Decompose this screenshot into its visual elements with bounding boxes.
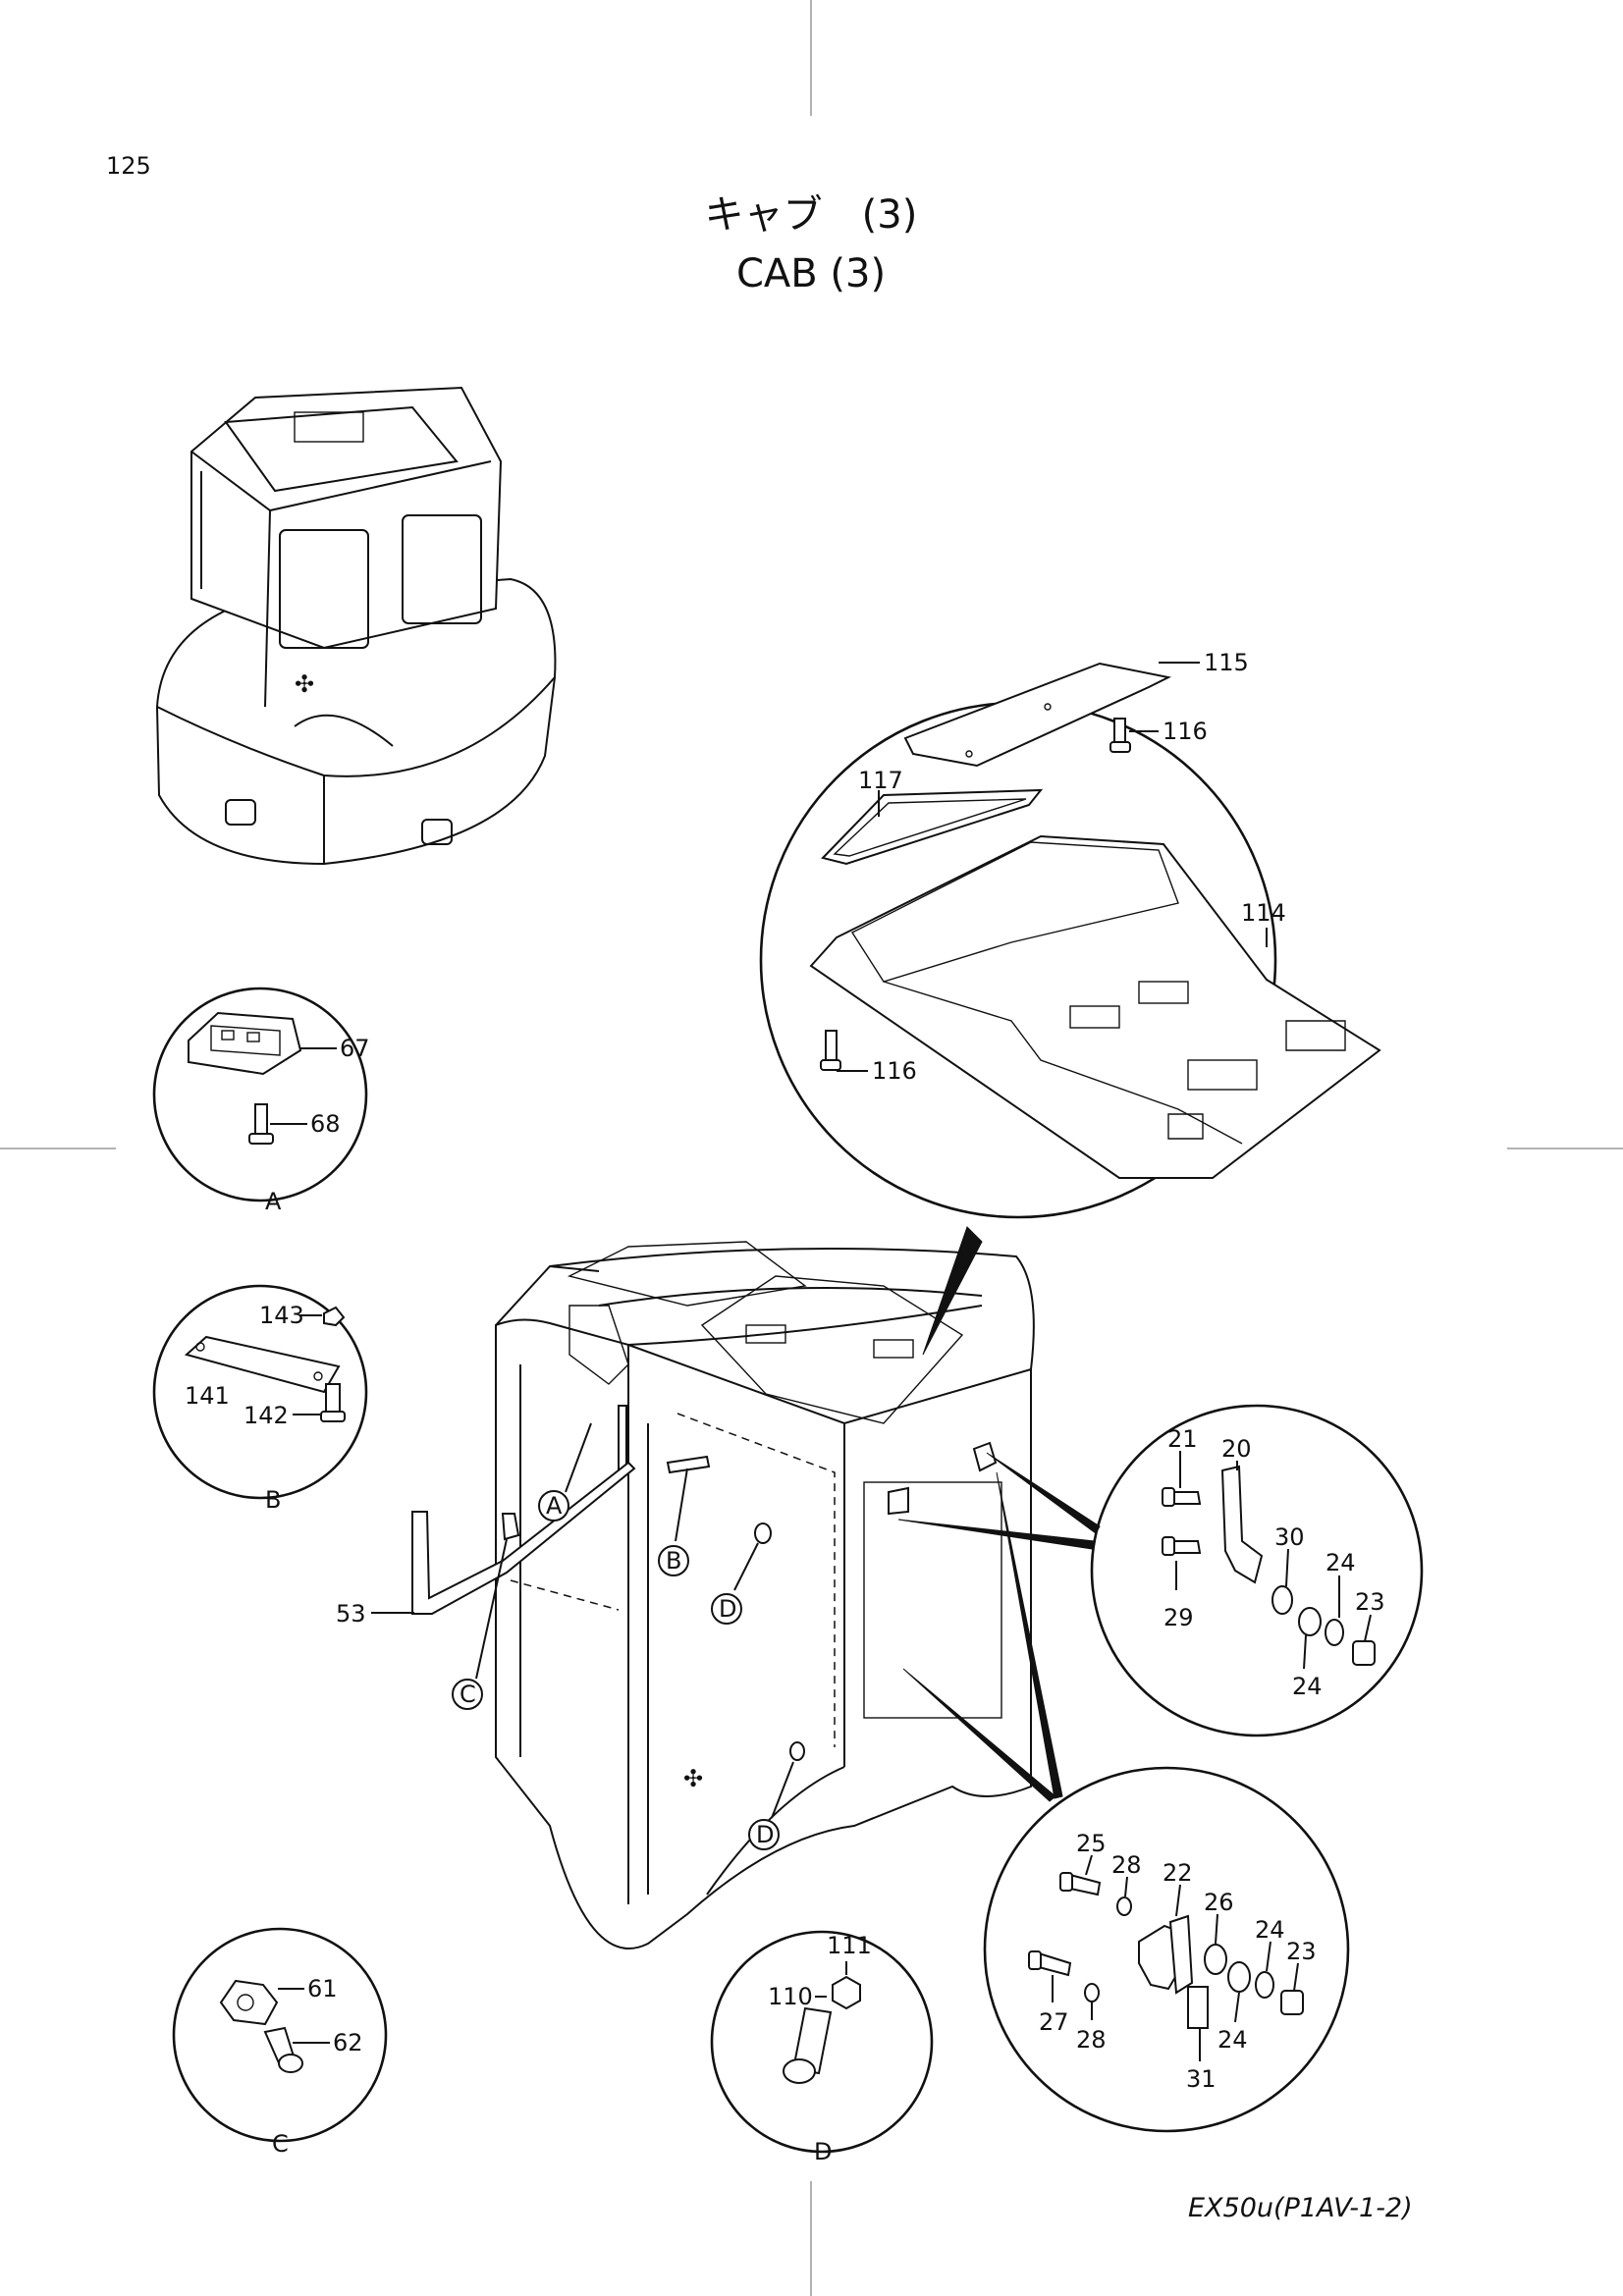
detail-view-d: 111 110 D: [710, 1930, 934, 2165]
part-label-25: 25: [1076, 1830, 1107, 1857]
detail-view-a: 67 68 A: [152, 987, 370, 1215]
part-label-30: 30: [1274, 1523, 1305, 1551]
part-label-68: 68: [310, 1110, 341, 1138]
model-code: EX50u(P1AV-1-2): [1188, 2193, 1413, 2223]
part-label-20: 20: [1221, 1435, 1252, 1463]
part-label-67: 67: [340, 1035, 370, 1062]
rod-53: 53: [336, 1461, 636, 1628]
part-label-24-right: 24: [1255, 1916, 1285, 1944]
part-label-24-upper: 24: [1325, 1549, 1356, 1576]
hinge-detail-lower: 25 28 22 26 24 23 27 28 24 31: [983, 1766, 1350, 2133]
title-english: CAB (3): [736, 251, 886, 296]
view-label-d: D: [814, 2138, 832, 2165]
part-label-141: 141: [185, 1382, 230, 1410]
part-label-23-upper: 23: [1355, 1588, 1385, 1616]
part-label-62: 62: [333, 2029, 363, 2056]
view-label-a: A: [265, 1188, 282, 1215]
part-label-28-lower: 28: [1076, 2026, 1107, 2054]
callout-c: C: [460, 1681, 476, 1708]
part-label-21: 21: [1167, 1425, 1198, 1453]
hinge-pointers: [897, 1452, 1101, 1802]
part-label-142: 142: [243, 1402, 289, 1429]
part-label-27: 27: [1039, 2008, 1069, 2036]
callout-d2: D: [756, 1821, 774, 1848]
part-label-111: 111: [827, 1932, 872, 1959]
roof-detail-circle: 115 116 117 114 116: [759, 649, 1381, 1219]
part-label-115: 115: [1204, 649, 1249, 676]
roof-pointer: [922, 1226, 983, 1356]
part-label-29: 29: [1163, 1604, 1194, 1631]
machine-overview: ✣: [155, 386, 557, 866]
part-label-61: 61: [307, 1975, 338, 2002]
part-label-117: 117: [858, 767, 903, 794]
part-label-110: 110: [768, 1983, 813, 2010]
part-label-143: 143: [259, 1302, 304, 1329]
part-label-53: 53: [336, 1600, 366, 1628]
svg-text:✣: ✣: [295, 670, 314, 698]
callout-a: A: [546, 1492, 563, 1520]
view-label-c: C: [272, 2130, 289, 2158]
part-label-24-bottom: 24: [1217, 2026, 1248, 2054]
part-label-26: 26: [1204, 1889, 1234, 1916]
part-label-24-lower: 24: [1292, 1673, 1323, 1700]
part-label-116-top: 116: [1163, 718, 1208, 745]
detail-view-c: 61 62 C: [172, 1927, 388, 2158]
part-label-23-right: 23: [1286, 1938, 1317, 1965]
cab-frame: ✣: [495, 1241, 1035, 1949]
part-label-114: 114: [1241, 899, 1286, 927]
callout-d1: D: [719, 1595, 736, 1623]
part-label-22: 22: [1163, 1859, 1193, 1887]
callouts: A B D C D: [452, 1422, 794, 1850]
page-number: 125: [106, 152, 151, 180]
title-japanese: キャブ (3): [705, 192, 918, 238]
part-label-116-bottom: 116: [872, 1057, 917, 1085]
view-label-b: B: [265, 1486, 281, 1514]
callout-b: B: [666, 1547, 681, 1575]
hinge-detail-upper: 21 20 30 24 23 29 24: [1090, 1404, 1424, 1737]
part-label-31: 31: [1186, 2065, 1217, 2093]
svg-text:✣: ✣: [683, 1765, 703, 1792]
part-label-28-upper: 28: [1111, 1851, 1142, 1879]
detail-view-b: 143 141 142 B: [152, 1284, 368, 1514]
